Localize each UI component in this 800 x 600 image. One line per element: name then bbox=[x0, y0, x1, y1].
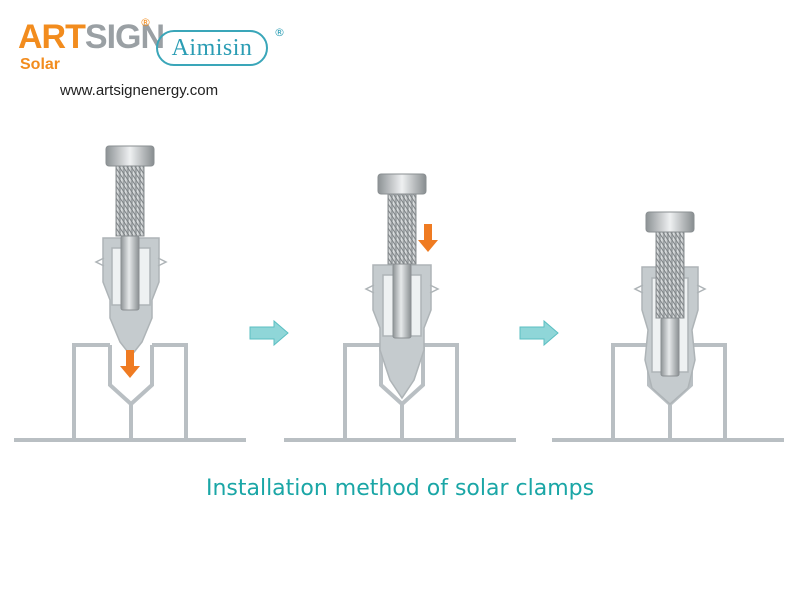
artsign-logo-sub: Solar bbox=[20, 56, 61, 73]
step-arrow-1-to-2 bbox=[249, 319, 289, 347]
artsign-logo-prefix: ART bbox=[18, 18, 86, 56]
aimisin-logo: Aimisin bbox=[156, 30, 268, 66]
bolt bbox=[377, 173, 427, 339]
artsign-registered-mark: ® bbox=[140, 16, 151, 29]
aimisin-logo-text: Aimisin bbox=[171, 34, 253, 61]
step-2 bbox=[284, 173, 516, 442]
artsign-logo: ARTSIGN Solar ® bbox=[18, 14, 165, 78]
rail-profile bbox=[284, 343, 516, 442]
down-arrow bbox=[120, 350, 140, 378]
step-arrow-2-to-3 bbox=[519, 319, 559, 347]
down-arrow bbox=[418, 224, 438, 252]
step-1 bbox=[14, 145, 246, 442]
aimisin-registered-mark: ® bbox=[274, 26, 285, 39]
website-url: www.artsignenergy.com bbox=[60, 82, 219, 99]
artsign-logo-suffix: SIGN bbox=[84, 18, 165, 56]
step-3 bbox=[552, 211, 784, 442]
rail-profile bbox=[14, 343, 246, 442]
bolt bbox=[105, 145, 155, 311]
diagram-caption: Installation method of solar clamps bbox=[205, 476, 595, 501]
bolt bbox=[645, 211, 695, 377]
